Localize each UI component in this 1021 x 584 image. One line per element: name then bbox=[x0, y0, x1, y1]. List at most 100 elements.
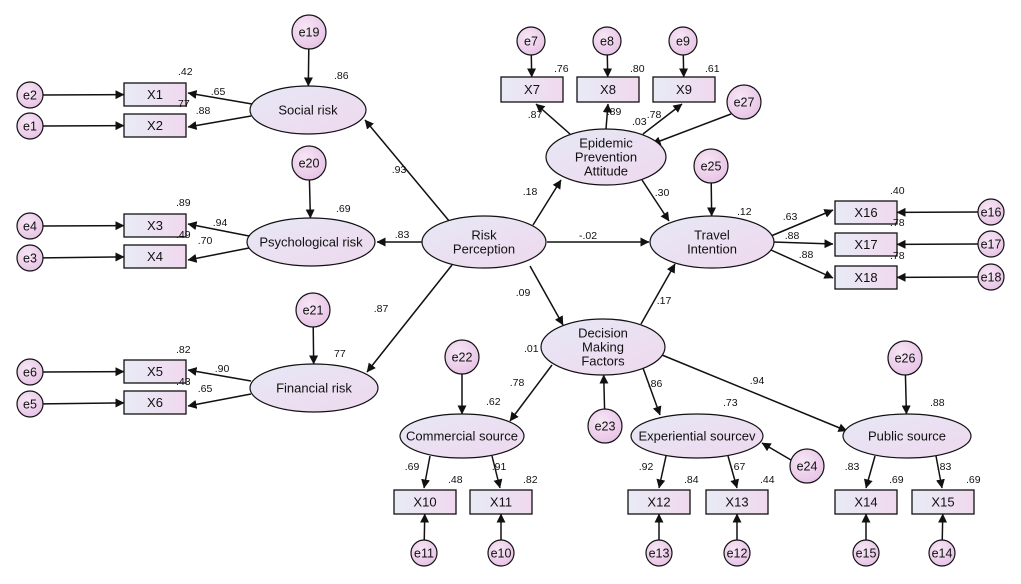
latent-ellipse bbox=[842, 413, 972, 459]
observed-r-squared: .61 bbox=[705, 63, 720, 75]
observed-label: X15 bbox=[931, 495, 954, 510]
latent-com: Commercial source .62 bbox=[399, 396, 525, 459]
path-arrow-com-to-x10 bbox=[421, 455, 431, 489]
path-arrow-epi-to-travel bbox=[641, 179, 670, 222]
path-coefficient-dec-to-com: .78 bbox=[510, 377, 525, 389]
observed-box bbox=[652, 76, 716, 103]
path-arrow-social-to-x1 bbox=[187, 90, 253, 105]
observed-x4: X4.49 bbox=[123, 229, 191, 269]
path-arrow-pub-to-x14 bbox=[863, 455, 876, 489]
observed-label: X3 bbox=[147, 218, 163, 233]
error-circle bbox=[291, 145, 327, 181]
observed-label: X11 bbox=[490, 495, 512, 510]
path-arrow-e14-to-x15 bbox=[938, 513, 948, 541]
error-label: e8 bbox=[600, 34, 614, 48]
path-arrow-e27-to-epi bbox=[651, 113, 732, 146]
error-e8: e8 bbox=[592, 26, 622, 56]
error-circle bbox=[16, 390, 44, 418]
latent-r-squared: .01 bbox=[524, 343, 539, 355]
observed-label: X5 bbox=[147, 364, 163, 379]
latent-label: Social risk bbox=[278, 103, 338, 118]
observed-box bbox=[834, 489, 898, 515]
observed-box bbox=[393, 489, 457, 515]
error-e17: e17 bbox=[977, 230, 1005, 258]
observed-r-squared: .76 bbox=[554, 63, 569, 75]
path-coefficient-risk-to-social: .93 bbox=[392, 164, 407, 176]
error-label: e5 bbox=[23, 397, 37, 411]
observed-r-squared: .43 bbox=[176, 376, 191, 388]
error-e18: e18 bbox=[977, 263, 1005, 291]
latent-r-squared: .62 bbox=[486, 396, 501, 408]
path-arrow-dec-to-com bbox=[509, 364, 553, 422]
observed-x17: X17.78 bbox=[834, 217, 905, 257]
observed-r-squared: .80 bbox=[630, 63, 645, 75]
path-coefficient-pub-to-x14: .83 bbox=[845, 461, 860, 473]
latent-r-squared: .86 bbox=[334, 70, 349, 82]
error-e24: e24 bbox=[789, 448, 825, 484]
path-arrow-e26-to-pub bbox=[901, 374, 911, 415]
latent-label: Financial risk bbox=[276, 381, 352, 396]
error-label: e25 bbox=[701, 159, 722, 173]
observed-box bbox=[500, 76, 564, 103]
latent-social: Social risk .86 bbox=[249, 70, 367, 135]
error-label: e16 bbox=[981, 205, 1002, 219]
observed-x18: X18.78 bbox=[834, 250, 905, 290]
observed-x8: X8 .80 bbox=[576, 63, 645, 103]
observed-box bbox=[123, 82, 187, 107]
latent-ellipse bbox=[249, 363, 379, 413]
error-label: e17 bbox=[981, 237, 1002, 251]
path-arrow-e24-to-exp bbox=[761, 442, 792, 461]
path-arrow-epi-to-x9 bbox=[642, 103, 683, 135]
path-arrow-psych-to-x3 bbox=[187, 221, 250, 237]
observed-box bbox=[123, 113, 187, 138]
labels-layer: .93.83.87.18-.02.09.30.17.78.86.94.65.88… bbox=[196, 86, 952, 473]
path-arrow-exp-to-x13 bbox=[727, 455, 740, 489]
observed-box bbox=[911, 489, 975, 515]
latent-r-squared: .69 bbox=[336, 203, 351, 215]
observed-box bbox=[123, 359, 187, 384]
error-circle bbox=[487, 539, 515, 567]
path-coefficient-risk-to-psych: .83 bbox=[395, 229, 410, 241]
observed-r-squared: .89 bbox=[176, 197, 191, 209]
error-e23: e23 bbox=[587, 408, 623, 444]
error-e6: e6 bbox=[16, 358, 44, 386]
error-e22: e22 bbox=[444, 339, 480, 375]
error-label: e13 bbox=[649, 546, 670, 560]
error-circle bbox=[723, 539, 751, 567]
observed-r-squared: .78 bbox=[890, 217, 905, 229]
observed-box bbox=[123, 390, 187, 415]
observed-label: X6 bbox=[147, 395, 163, 410]
path-arrow-exp-to-x12 bbox=[656, 455, 667, 489]
error-label: e23 bbox=[595, 419, 616, 433]
error-e14: e14 bbox=[928, 539, 956, 567]
error-label: e12 bbox=[727, 546, 748, 560]
path-arrow-fin-to-x6 bbox=[187, 393, 252, 409]
observed-x6: X6 .43 bbox=[123, 376, 191, 415]
observed-r-squared: .82 bbox=[176, 344, 191, 356]
error-e13: e13 bbox=[645, 539, 673, 567]
error-label: e26 bbox=[895, 351, 916, 365]
path-coefficient-exp-to-x12: .92 bbox=[639, 461, 654, 473]
path-coefficient-epi-to-x7: .87 bbox=[528, 109, 543, 121]
path-coefficient-epi-to-x9: .78 bbox=[647, 109, 662, 121]
path-arrow-risk-to-fin bbox=[366, 264, 453, 373]
observed-label: X8 bbox=[600, 82, 616, 97]
observed-x12: X12.84 bbox=[627, 474, 699, 515]
latent-label: Making bbox=[582, 340, 624, 355]
latent-label: Travel bbox=[694, 228, 730, 243]
error-circle bbox=[726, 84, 762, 120]
latent-r-squared: .73 bbox=[723, 397, 738, 409]
error-circle bbox=[16, 244, 44, 272]
edges-layer bbox=[42, 48, 979, 541]
latent-label: Intention bbox=[687, 242, 737, 257]
error-e15: e15 bbox=[852, 539, 880, 567]
latent-ellipse bbox=[399, 413, 525, 459]
error-e1: e1 bbox=[16, 112, 44, 140]
latent-label: Attitude bbox=[584, 164, 628, 179]
error-e4: e4 bbox=[16, 212, 44, 240]
latent-label: Commercial source bbox=[406, 429, 518, 444]
observed-r-squared: .40 bbox=[890, 185, 905, 197]
path-arrow-com-to-x11 bbox=[491, 455, 503, 489]
